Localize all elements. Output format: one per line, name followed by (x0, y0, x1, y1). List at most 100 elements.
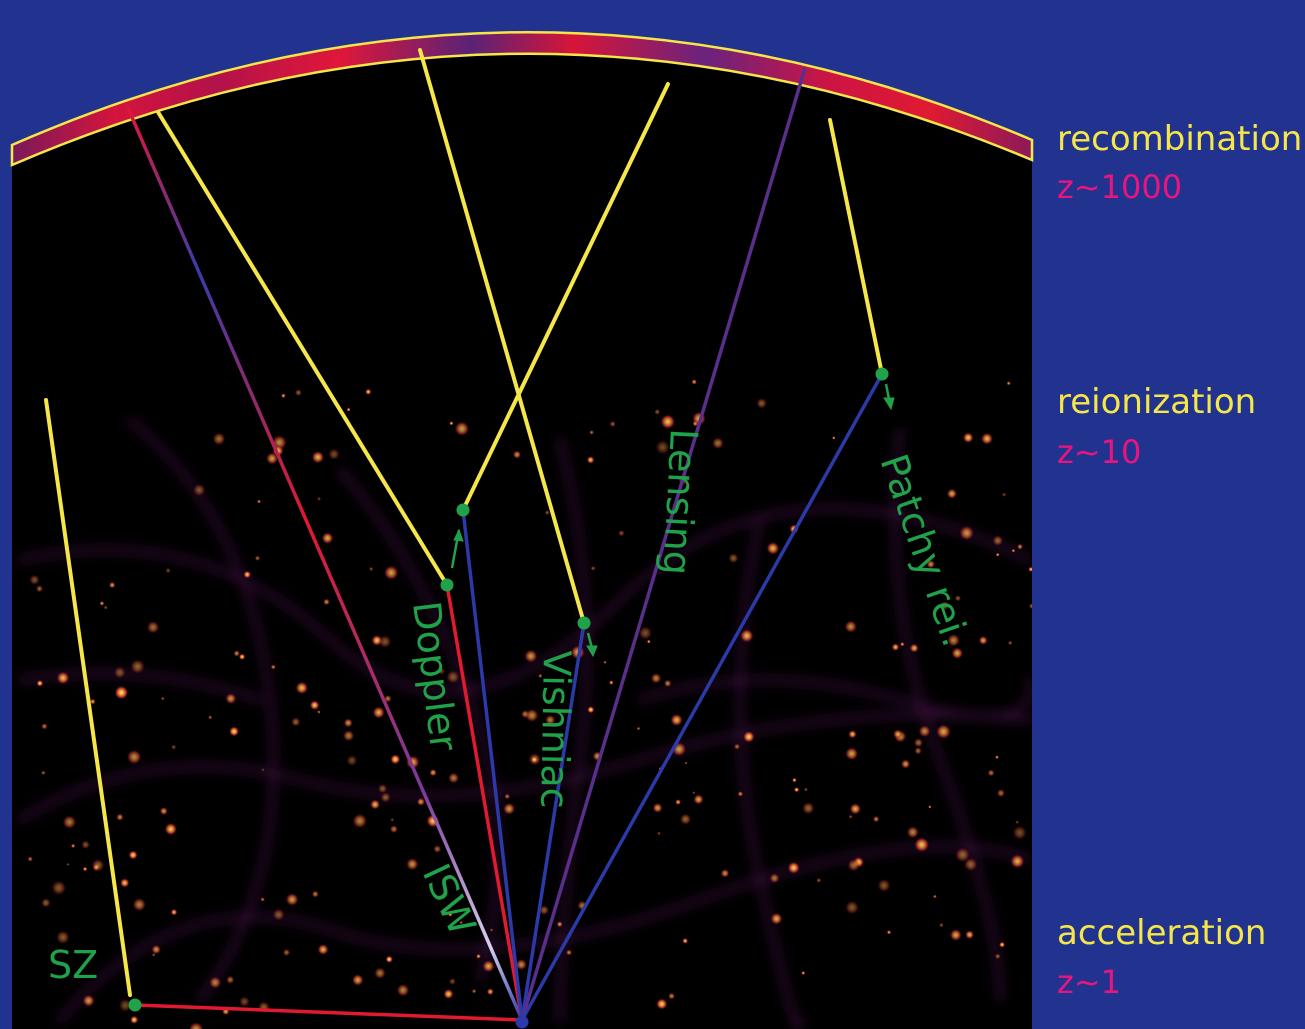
galaxy-clump (656, 831, 661, 836)
galaxy-clump (528, 753, 541, 766)
epoch-reionization-z: z~10 (1057, 433, 1141, 471)
galaxy-clump (638, 626, 653, 640)
galaxy-clump (848, 814, 853, 819)
galaxy-clump (343, 718, 353, 728)
galaxy-clump (995, 755, 999, 760)
galaxy-clump (909, 643, 919, 653)
galaxy-clump (544, 510, 550, 516)
galaxy-clump (978, 635, 988, 645)
galaxy-clump (128, 850, 138, 860)
galaxy-clump (126, 749, 142, 765)
galaxy-clump (489, 928, 494, 932)
galaxy-clump (449, 421, 454, 426)
observer-rays (126, 67, 884, 1022)
galaxy-clump (832, 436, 836, 440)
galaxy-clump (664, 679, 672, 688)
galaxy-clump (317, 944, 329, 955)
galaxy-clump (459, 920, 463, 925)
galaxy-clump (443, 989, 454, 999)
galaxy-clump (737, 791, 744, 797)
galaxy-clump (41, 898, 51, 908)
galaxy-clump (29, 574, 40, 585)
galaxy-clump (609, 680, 614, 685)
galaxy-clump (1017, 543, 1023, 550)
photon-paths (44, 48, 884, 997)
galaxy-clump (918, 725, 931, 738)
galaxy-clump (342, 730, 355, 742)
doppler-photon-path (156, 110, 449, 587)
patchy-point (875, 367, 889, 381)
galaxy-clump (70, 843, 76, 849)
galaxy-clump (454, 421, 470, 437)
galaxy-clump (380, 792, 391, 803)
galaxy-clump (239, 996, 250, 1007)
galaxy-clump (949, 929, 962, 941)
galaxy-clump (1007, 640, 1013, 646)
galaxy-clump (89, 698, 96, 705)
galaxy-clump (959, 525, 974, 541)
galaxy-clump (233, 650, 240, 657)
galaxy-clump (545, 714, 556, 726)
galaxy-clump (130, 1015, 139, 1024)
galaxy-clump (849, 803, 861, 815)
galaxy-clump (660, 414, 676, 430)
galaxy-clump (618, 529, 625, 537)
galaxy-clump (787, 861, 800, 874)
galaxy-clump (656, 998, 668, 1010)
galaxy-clump (691, 379, 697, 385)
galaxy-clump (955, 847, 970, 863)
galaxy-clump (845, 900, 859, 915)
lensing-ray (520, 67, 807, 1021)
galaxy-clump (524, 649, 538, 663)
galaxy-clump (877, 879, 891, 892)
galaxy-clump (118, 998, 132, 1012)
galaxy-clump (965, 930, 974, 940)
galaxy-clump (82, 994, 95, 1007)
galaxy-clump (396, 983, 410, 997)
galaxy-clump (848, 730, 857, 739)
doppler-ray (445, 584, 524, 1021)
galaxy-clump (928, 805, 932, 809)
observer-point (515, 1015, 529, 1029)
galaxy-clump (914, 837, 930, 853)
galaxy-clump (503, 802, 516, 815)
galaxy-clump (132, 897, 146, 912)
galaxy-clump (587, 706, 595, 714)
galaxy-clump (650, 673, 662, 684)
sz-ray (134, 1003, 523, 1022)
galaxy-clump (225, 693, 237, 705)
galaxy-clump (512, 450, 522, 459)
galaxy-clump (281, 393, 286, 399)
galaxy-clump (893, 729, 903, 739)
galaxy-clump (981, 432, 993, 445)
galaxy-clump (792, 777, 797, 783)
galaxy-clump (0, 839, 5, 844)
galaxy-clump (390, 817, 395, 822)
isw-ray (126, 107, 524, 1021)
galaxy-clump (188, 1022, 204, 1029)
galaxy-clump (886, 930, 892, 935)
galaxy-clump (684, 761, 688, 765)
galaxy-clump (384, 694, 392, 703)
galaxy-clump (159, 807, 168, 816)
galaxy-clump (437, 667, 446, 675)
galaxy-clump (682, 938, 689, 944)
galaxy-clump (891, 643, 900, 651)
galaxy-clump (712, 437, 724, 450)
galaxy-clump (740, 629, 754, 643)
galaxy-clump (374, 967, 386, 979)
galaxy-clump (556, 921, 563, 928)
galaxy-clump (295, 681, 309, 695)
galaxy-clump (995, 552, 1000, 557)
galaxy-clump (936, 724, 951, 739)
galaxy-clump (433, 845, 442, 853)
galaxy-clump (282, 948, 291, 957)
galaxy-clump (365, 388, 372, 395)
galaxy-clump (901, 759, 911, 769)
epoch-acceleration-name: acceleration (1057, 913, 1266, 953)
galaxy-clump (770, 912, 783, 925)
epoch-recombination-name: recombination (1057, 119, 1302, 159)
galaxy-clump (208, 715, 213, 720)
galaxy-clump (515, 959, 527, 971)
vishniac-label: Vishniac (532, 650, 579, 809)
